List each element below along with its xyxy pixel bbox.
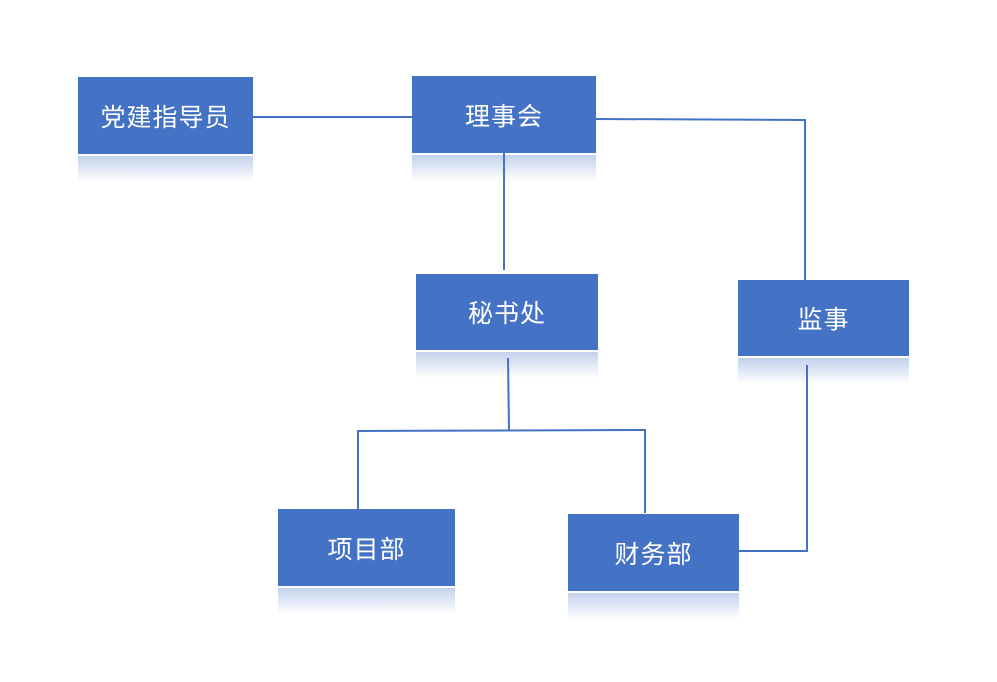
connector-secretariat-branch (357, 428, 646, 513)
connector-secretariat-stem (507, 357, 510, 431)
node-label: 理事会 (464, 101, 543, 131)
node-label: 财务部 (614, 539, 693, 569)
node-council: 理事会 (412, 76, 596, 181)
node-party-advisor: 党建指导员 (78, 77, 253, 182)
node-projects: 项目部 (278, 509, 455, 614)
node-finance: 财务部 (568, 514, 739, 619)
node-supervisor: 监事 (738, 280, 909, 384)
node-label: 监事 (797, 305, 850, 334)
node-secretariat: 秘书处 (416, 274, 598, 378)
connector-supervisor-finance (739, 365, 808, 552)
node-label: 秘书处 (467, 299, 546, 328)
connector-council-supervisor (595, 118, 806, 280)
node-label: 项目部 (327, 534, 406, 564)
node-label: 党建指导员 (100, 102, 231, 132)
